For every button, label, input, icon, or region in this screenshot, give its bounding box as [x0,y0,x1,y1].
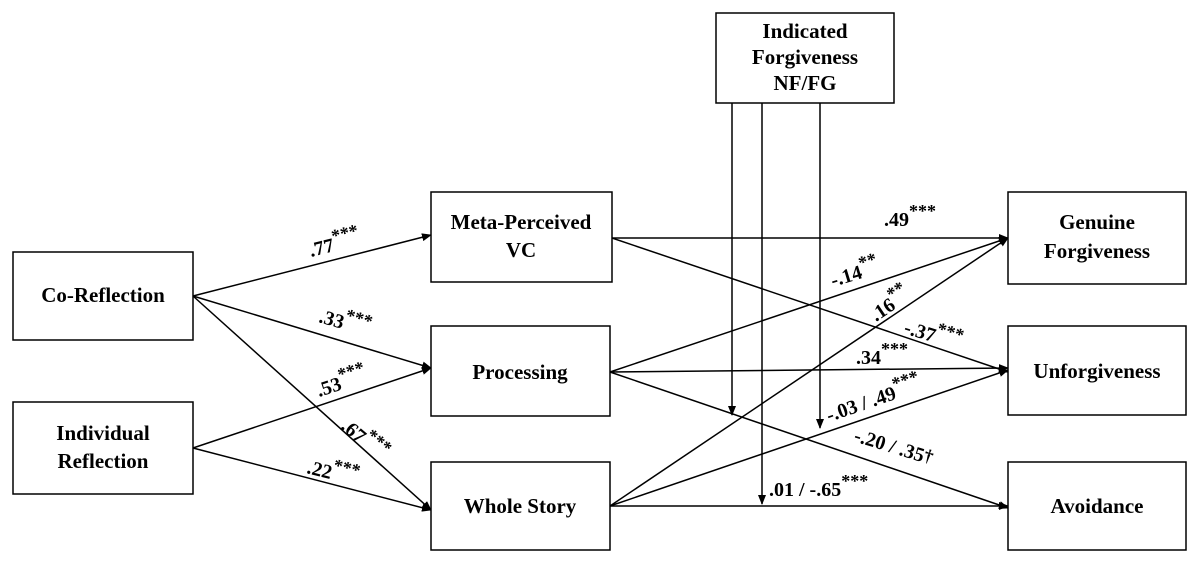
path-label-meta-unforgiveness: -.37*** [902,309,967,355]
edge-individual-reflection-to-processing [192,367,432,449]
node-label-line-1: Meta-Perceived [451,210,592,234]
coef-value: .34 [856,347,881,369]
node-label-line-1: Genuine [1059,210,1135,234]
node-label: Co-Reflection [41,283,165,307]
path-label-processing-avoidance: -.20 / .35† [852,424,936,470]
path-label-whole-story-unforgiveness: -.03 / .49*** [821,366,925,427]
node-processing: Processing [430,325,611,417]
coef-value: .33 [317,306,347,334]
node-unforgiveness: Unforgiveness [1007,325,1187,416]
node-whole-story: Whole Story [430,461,611,551]
path-label-individual-processing: .53*** [311,357,370,402]
node-box [1007,325,1187,416]
significance-stars: *** [935,318,967,345]
node-meta-perceived-vc: Meta-Perceived VC [430,191,613,283]
node-label-line-2: Forgiveness [752,45,858,69]
significance-stars: *** [889,366,921,394]
edge-co-reflection-to-whole-story [192,295,432,511]
path-label-co-reflection-processing: .33*** [317,298,375,341]
significance-stars: *** [331,455,362,481]
significance-stars: ** [856,249,879,273]
path-label-processing-unforgiveness: .34*** [856,339,908,369]
edge-whole-story-to-unforgiveness [609,369,1009,507]
node-box [430,191,613,283]
node-label-line-2: VC [506,238,536,262]
edge-processing-to-avoidance [609,371,1009,509]
node-box [12,401,194,495]
node-box [1007,191,1187,285]
significance-stars: *** [881,339,908,359]
node-label: Whole Story [464,494,577,518]
node-box [430,461,611,551]
node-individual-reflection: Individual Reflection [12,401,194,495]
coef-value: .49 [884,209,909,231]
edge-processing-to-genuine-forgiveness [609,237,1009,373]
coef-value: .22 [305,457,335,484]
path-label-whole-story-avoidance: .01 / -.65*** [769,471,868,501]
path-label-meta-genuine: .49*** [884,201,936,231]
significance-stars: *** [329,220,360,246]
node-box [12,251,194,341]
node-label-line-3: NF/FG [774,71,837,95]
significance-stars: *** [841,471,868,491]
node-box [1007,461,1187,551]
node-label: Processing [472,360,568,384]
path-label-processing-genuine: -.14** [826,249,882,292]
edge-processing-to-unforgiveness [609,364,1009,373]
node-label: Unforgiveness [1033,359,1160,383]
significance-stars: *** [343,305,374,332]
edge-individual-reflection-to-whole-story [192,447,432,512]
node-label: Avoidance [1051,494,1144,518]
significance-stars: *** [335,357,367,384]
node-label-line-1: Indicated [762,19,848,43]
node-box [715,12,895,104]
node-label-line-1: Individual [56,421,150,445]
coef-value: -.20 / .35 [852,425,927,467]
coef-value: .01 / -.65 [769,479,841,501]
edge-whole-story-to-genuine-forgiveness [609,237,1009,507]
node-indicated-forgiveness: Indicated Forgiveness NF/FG [715,12,895,104]
significance-stars: *** [909,201,936,221]
node-co-reflection: Co-Reflection [12,251,194,341]
coef-value: .67 [337,415,370,448]
node-label-line-2: Reflection [58,449,149,473]
node-genuine-forgiveness: Genuine Forgiveness [1007,191,1187,285]
edges [192,103,1009,512]
edge-co-reflection-to-meta-perceived-vc [192,233,432,297]
node-avoidance: Avoidance [1007,461,1187,551]
node-label-line-2: Forgiveness [1044,239,1150,263]
node-box [430,325,611,417]
path-label-co-reflection-meta: .77*** [305,220,363,262]
edge-co-reflection-to-processing [192,295,432,370]
